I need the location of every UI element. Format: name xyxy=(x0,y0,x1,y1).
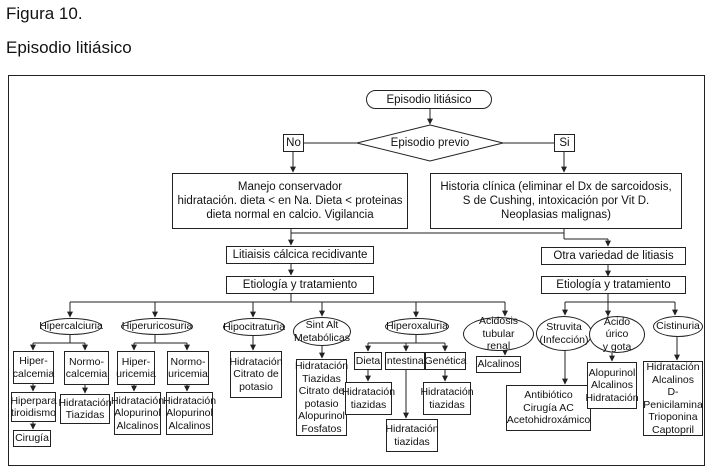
hidratacion-tiazidas-calcemia-box: Hidratación Tiazidas xyxy=(58,394,112,424)
tratamiento-struvita-box: Antibiótico Cirugía AC Acetohidroxámico xyxy=(506,385,591,431)
cirugia-box: Cirugía xyxy=(13,430,51,447)
figure-title: Episodio litiásico xyxy=(6,38,132,57)
answer-no: No xyxy=(283,134,304,152)
cistinuria-node: Cistinuria xyxy=(653,316,703,337)
tratamiento-hipocitraturia-box: Hidratación Citrato de potasio xyxy=(229,351,283,398)
tratamiento-hiperuricemia-box: Hidratación Alopurinol Alcalinos xyxy=(111,392,164,435)
figure-number: Figura 10. xyxy=(6,4,83,23)
hipercalcemia-box: Hiper- calcemia xyxy=(13,351,54,384)
hiperoxaluria-node: Hiperoxaluria xyxy=(385,318,449,335)
normouricemia-box: Normo- uricemia xyxy=(167,351,209,385)
acido-urico-gota-node: Ácido úrico y gota xyxy=(589,316,645,353)
hidratacion-tiazidas-intestinal-box: Hidratación tiazidas xyxy=(385,419,439,452)
otra-variedad-litiasis-box: Otra variedad de litiasis xyxy=(541,247,686,265)
genetica-box: Genética xyxy=(424,352,467,370)
dieta-box: Dieta xyxy=(354,352,382,370)
alcalinos-box: Alcalinos xyxy=(476,356,521,373)
intestinal-box: Intestinal xyxy=(384,352,426,370)
tratamiento-acido-urico-box: Alopurinol Alcalinos Hidratación xyxy=(585,362,639,409)
hidratacion-tiazidas-genetica-box: Hidratación tiazidas xyxy=(420,382,474,415)
litiasis-calcica-recidivante-box: Litiaisis cálcica recidivante xyxy=(226,246,374,264)
diagram-frame xyxy=(8,75,705,466)
hipocitraturia-node: Hipocitraturia xyxy=(223,318,285,336)
tratamiento-sint-alt-box: Hidratación Tiazidas Citrato de potasio … xyxy=(294,359,349,436)
root-node-episodio-litiasico: Episodio litiásico xyxy=(366,90,492,109)
etiologia-tratamiento-left: Etiología y tratamiento xyxy=(226,276,374,294)
answer-si: Si xyxy=(554,134,575,152)
etiologia-tratamiento-right: Etiología y tratamiento xyxy=(541,276,686,294)
tratamiento-cistinuria-box: Hidratación Alcalinos D-Penicilamina Tri… xyxy=(643,361,703,436)
hiperuricosuria-node: Hiperuricosuria xyxy=(121,318,193,335)
tratamiento-normouricemia-box: Hidratación Alopurinol Alcalinos xyxy=(163,392,216,435)
normocalcemia-box: Normo- calcemia xyxy=(64,351,109,385)
manejo-conservador-box: Manejo conservador hidratación. dieta < … xyxy=(172,173,408,229)
hiperuricemia-box: Hiper- uricemia xyxy=(116,351,156,385)
hidratacion-tiazidas-dieta-box: Hidratación tiazidas xyxy=(342,382,395,415)
struvita-infeccion-node: Struvita (Infección) xyxy=(536,316,592,351)
acidosis-tubular-renal-node: Acidosis tubular renal xyxy=(463,315,534,352)
sint-alt-metabolicas-node: Sint Alt Metabólicas xyxy=(293,317,351,346)
historia-clinica-box: Historia clínica (eliminar el Dx de sarc… xyxy=(430,173,682,229)
decision-episodio-previo: Episodio previo xyxy=(390,137,470,149)
hiperparatiroidismo-box: Hiperpara tiroidismo xyxy=(10,392,57,422)
hipercalciuria-node: Hipercalciuria xyxy=(39,318,103,335)
